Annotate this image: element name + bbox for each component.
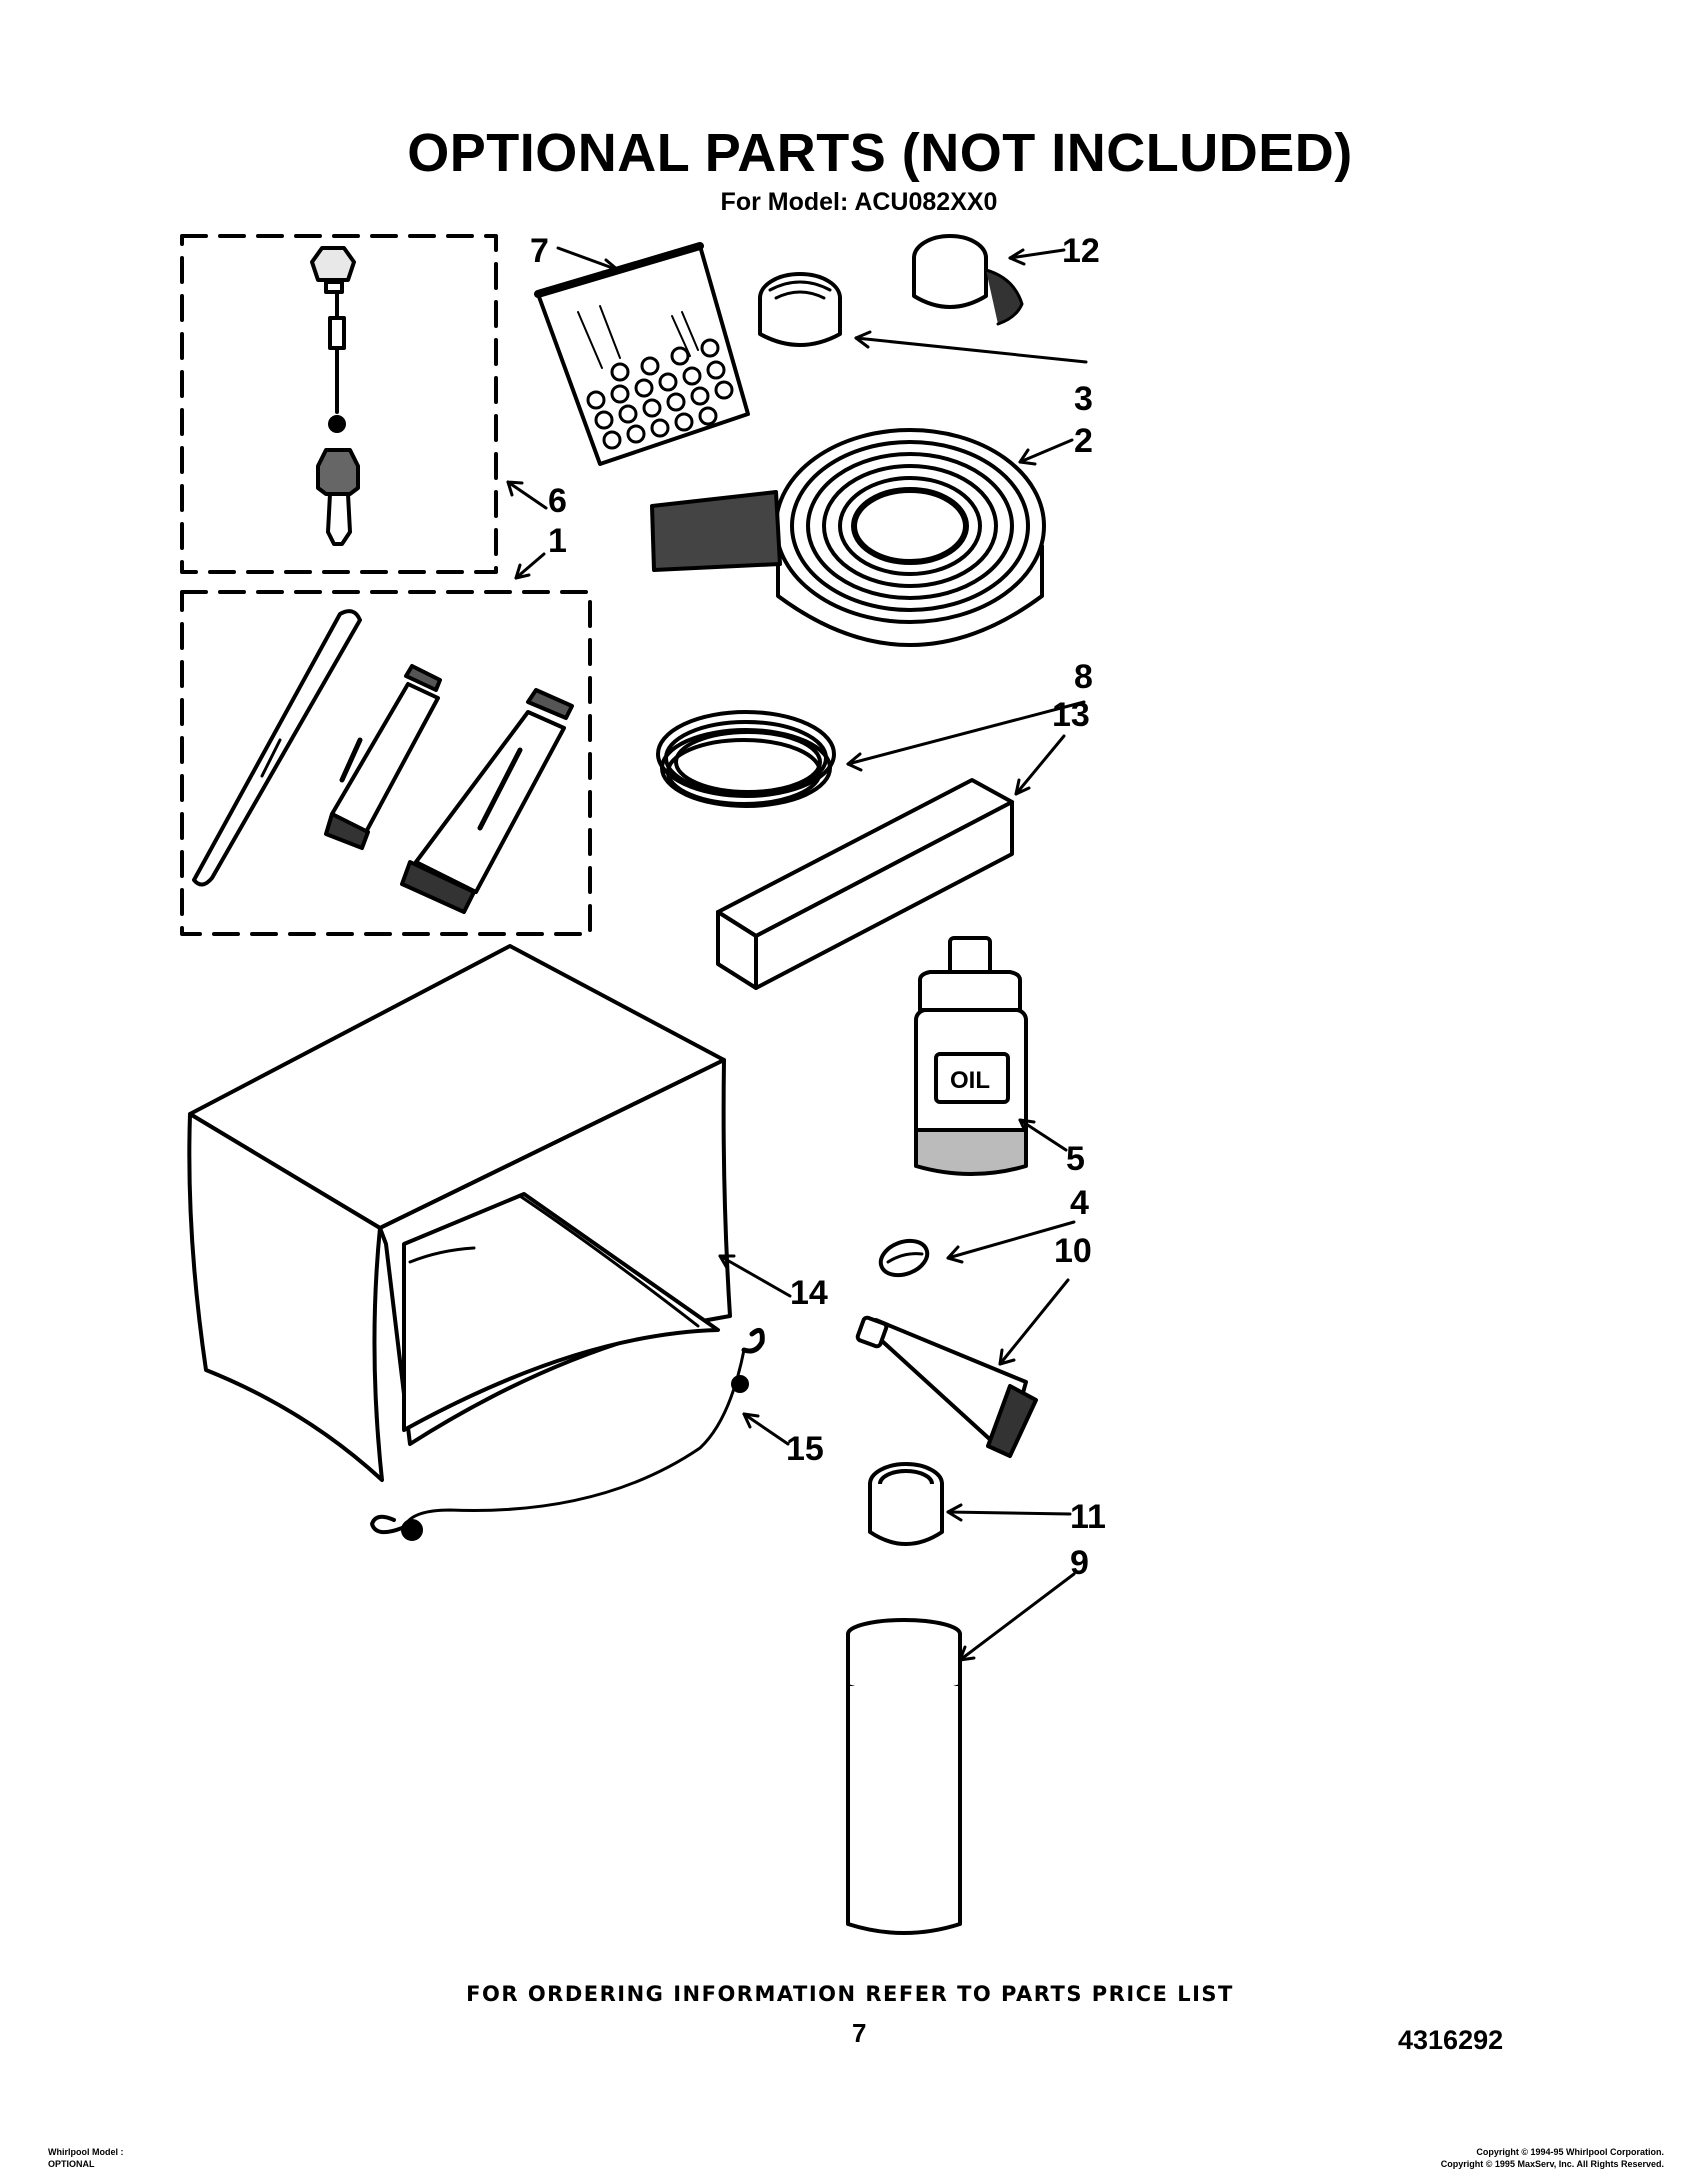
model-label: Whirlpool Model : OPTIONAL: [48, 2146, 124, 2170]
part-13-foam-block: [716, 778, 1014, 990]
kit-box-1: [180, 590, 592, 936]
part-7-bag: [534, 242, 750, 466]
callout-1: 1: [548, 522, 567, 560]
callout-7: 7: [530, 232, 549, 270]
leader-lines: [506, 246, 1088, 1662]
model-label-line1: Whirlpool Model :: [48, 2147, 124, 2157]
callout-13: 13: [1052, 696, 1090, 734]
model-label-line2: OPTIONAL: [48, 2159, 95, 2169]
copyright: Copyright © 1994-95 Whirlpool Corporatio…: [1441, 2146, 1664, 2170]
part-5-oil-bottle: [914, 936, 1028, 1176]
large-tube-part: [400, 688, 574, 914]
kit-box-6: [180, 234, 498, 574]
ordering-note: FOR ORDERING INFORMATION REFER TO PARTS …: [466, 1982, 1234, 2006]
part-3-tape-roll: [758, 272, 842, 347]
thermometer-stick-part: [192, 609, 362, 887]
callout-9: 9: [1070, 1544, 1089, 1582]
callout-14: 14: [790, 1274, 828, 1312]
callout-3: 3: [1074, 380, 1093, 418]
part-4-clip: [878, 1238, 930, 1278]
part-12-tape-roll: [912, 234, 1024, 326]
callout-5: 5: [1066, 1140, 1085, 1178]
callout-11: 11: [1070, 1498, 1106, 1536]
document-number: 4316292: [1398, 2025, 1504, 2055]
part-8-coil: [656, 710, 836, 808]
callout-15: 15: [786, 1430, 824, 1468]
part-11-jar: [868, 1462, 944, 1546]
part-2-large-tape-roll: [650, 428, 1046, 647]
callout-8: 8: [1074, 658, 1093, 696]
callout-2: 2: [1074, 422, 1093, 460]
callout-12: 12: [1062, 232, 1100, 270]
part-14-cover: [187, 944, 732, 1482]
page-number: 7: [852, 2018, 867, 2048]
oil-bottle-label: OIL: [950, 1067, 990, 1094]
copyright-line2: Copyright © 1995 MaxServ, Inc. All Right…: [1440, 2159, 1664, 2169]
small-tube-part: [324, 664, 442, 850]
valve-assembly-part: [310, 246, 360, 546]
part-15-cord: [370, 1327, 765, 1541]
callout-6: 6: [548, 482, 567, 520]
page-title: OPTIONAL PARTS (NOT INCLUDED): [407, 123, 1353, 183]
callout-10: 10: [1054, 1232, 1092, 1270]
part-10-tube: [855, 1315, 1038, 1458]
copyright-line1: Copyright © 1994-95 Whirlpool Corporatio…: [1476, 2147, 1664, 2157]
part-9-spray-can: [846, 1618, 962, 1935]
callout-4: 4: [1070, 1184, 1089, 1222]
model-subtitle: For Model: ACU082XX0: [720, 188, 998, 216]
